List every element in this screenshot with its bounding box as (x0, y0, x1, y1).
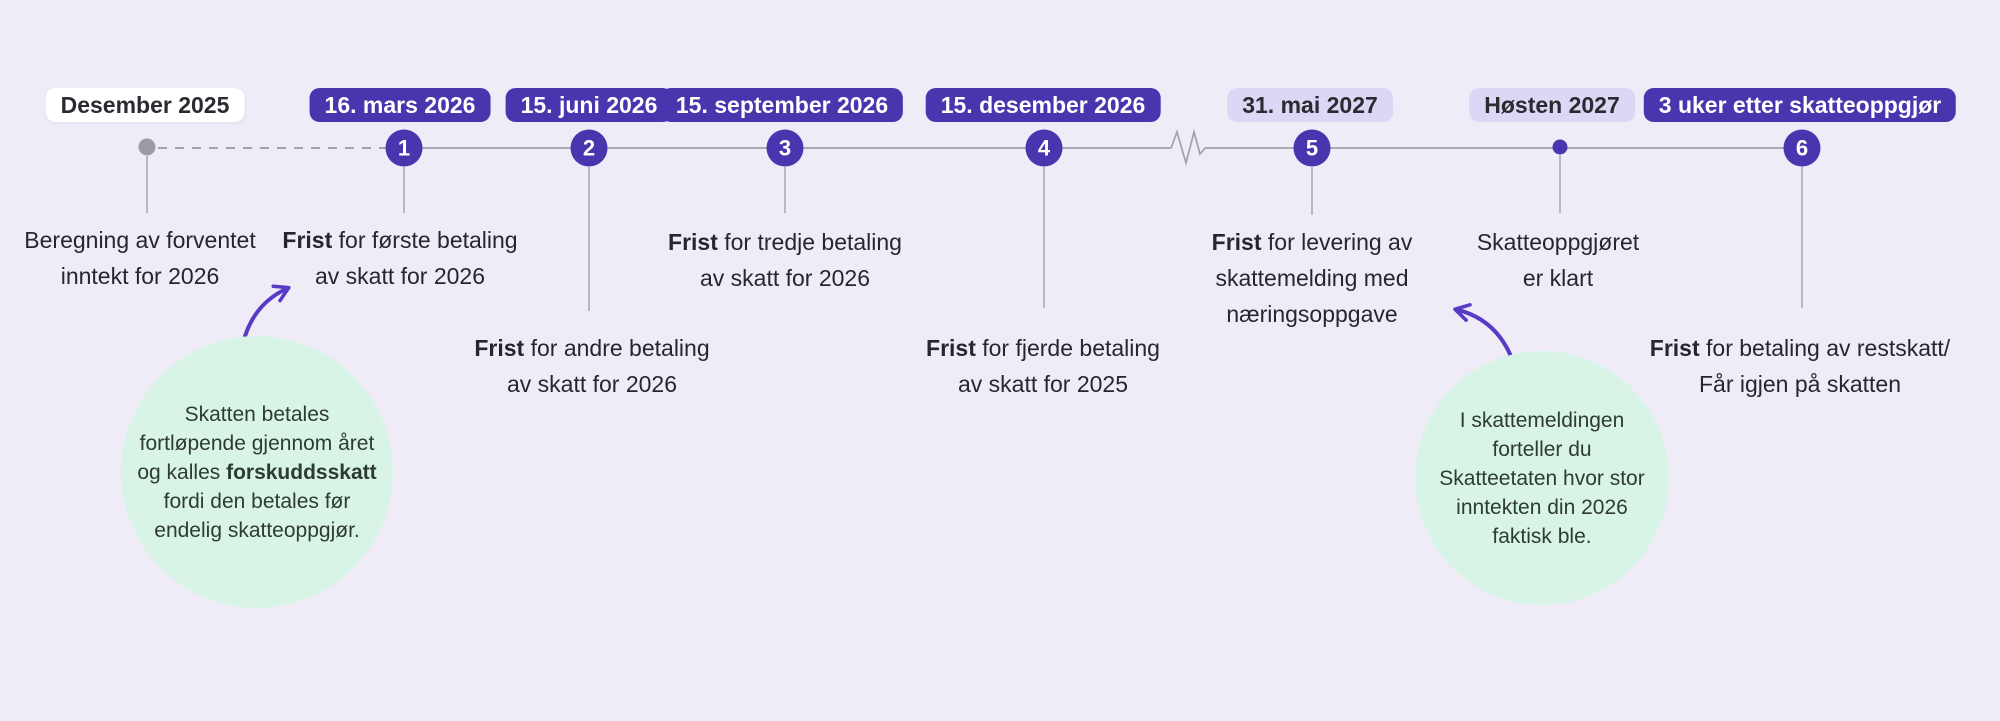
description-bold: Frist (474, 335, 525, 361)
callout-line-text: og kalles (137, 460, 227, 484)
callout-line: faktisk ble. (1492, 524, 1592, 548)
callout-line: endelig skatteoppgjør. (154, 518, 360, 542)
start-dot-marker (138, 138, 156, 156)
description-line: for første betaling (332, 227, 518, 253)
description-line: Beregning av forventet (24, 227, 256, 253)
callout-line: fordi den betales før (163, 489, 351, 513)
node-marker-2: 2 (570, 129, 608, 167)
callout-line: inntekten din 2026 (1456, 495, 1628, 519)
date-badge-15-juni-2026: 15. juni 2026 (505, 88, 673, 122)
node-marker-4: 4 (1025, 129, 1063, 167)
date-badge-3-uker-etter: 3 uker etter skatteoppgjør (1643, 88, 1957, 122)
description-line: for andre betaling (524, 335, 710, 361)
date-badge-15-september-2026: 15. september 2026 (660, 88, 904, 122)
description-line: Skatteoppgjøret (1476, 229, 1640, 255)
node-marker-5: 5 (1293, 129, 1331, 167)
node-description-1: Frist for første betaling av skatt for 2… (282, 222, 517, 294)
description-line: av skatt for 2025 (957, 371, 1129, 397)
date-badge-16-mars-2026: 16. mars 2026 (309, 88, 491, 122)
description-bold: Frist (282, 227, 333, 253)
callout-line: fortløpende gjennom året (139, 431, 375, 455)
description-line: for tredje betaling (717, 229, 902, 255)
milestone-dot-marker (1552, 139, 1568, 155)
description-bold: Frist (926, 335, 976, 361)
callout-line: Skatten betales (184, 402, 330, 426)
node-description-2: Frist for andre betaling av skatt for 20… (474, 330, 709, 402)
description-line: for fjerde betaling (975, 335, 1160, 361)
callout-line-bold: forskuddsskatt (226, 460, 377, 484)
callout-line: og kalles forskuddsskatt (137, 458, 376, 487)
node-description-6: Skatteoppgjøret er klart (1477, 224, 1639, 296)
timeline-break-zigzag-icon (1163, 128, 1206, 167)
date-badge-31-mai-2027: 31. mai 2027 (1227, 88, 1393, 122)
description-line: for levering av (1261, 229, 1413, 255)
node-marker-1: 1 (385, 129, 423, 167)
description-line: inntekt for 2026 (60, 263, 220, 289)
description-bold: Frist (1211, 229, 1262, 255)
date-badge-hosten-2027: Høsten 2027 (1469, 88, 1635, 122)
node-description-5: Frist for levering av skattemelding med … (1212, 224, 1413, 332)
node-description-7: Frist for betaling av restskatt/ Får igj… (1650, 330, 1950, 402)
callout-circle-forskuddsskatt: Skatten betales fortløpende gjennom året… (121, 336, 393, 608)
description-line: skattemelding med (1215, 265, 1409, 291)
description-line: Får igjen på skatten (1698, 371, 1902, 397)
node-description-0: Beregning av forventet inntekt for 2026 (24, 222, 255, 294)
description-line: er klart (1522, 265, 1594, 291)
description-line: av skatt for 2026 (314, 263, 486, 289)
date-badge-15-desember-2026: 15. desember 2026 (925, 88, 1161, 122)
description-bold: Frist (668, 229, 718, 255)
node-description-4: Frist for fjerde betaling av skatt for 2… (926, 330, 1160, 402)
description-line: av skatt for 2026 (506, 371, 678, 397)
callout-line: I skattemeldingen (1459, 408, 1625, 432)
node-description-3: Frist for tredje betaling av skatt for 2… (668, 224, 902, 296)
callout-circle-skattemelding: I skattemeldingen forteller du Skatteeta… (1415, 351, 1669, 605)
node-marker-3: 3 (766, 129, 804, 167)
callout-line: forteller du (1492, 437, 1592, 461)
date-badge-desember-2025: Desember 2025 (45, 88, 245, 122)
node-marker-6: 6 (1783, 129, 1821, 167)
callout-line: Skatteetaten hvor stor (1439, 466, 1645, 490)
description-line: næringsoppgave (1226, 301, 1398, 327)
description-line: av skatt for 2026 (699, 265, 871, 291)
description-bold: Frist (1649, 335, 1700, 361)
description-line: for betaling av restskatt/ (1699, 335, 1951, 361)
